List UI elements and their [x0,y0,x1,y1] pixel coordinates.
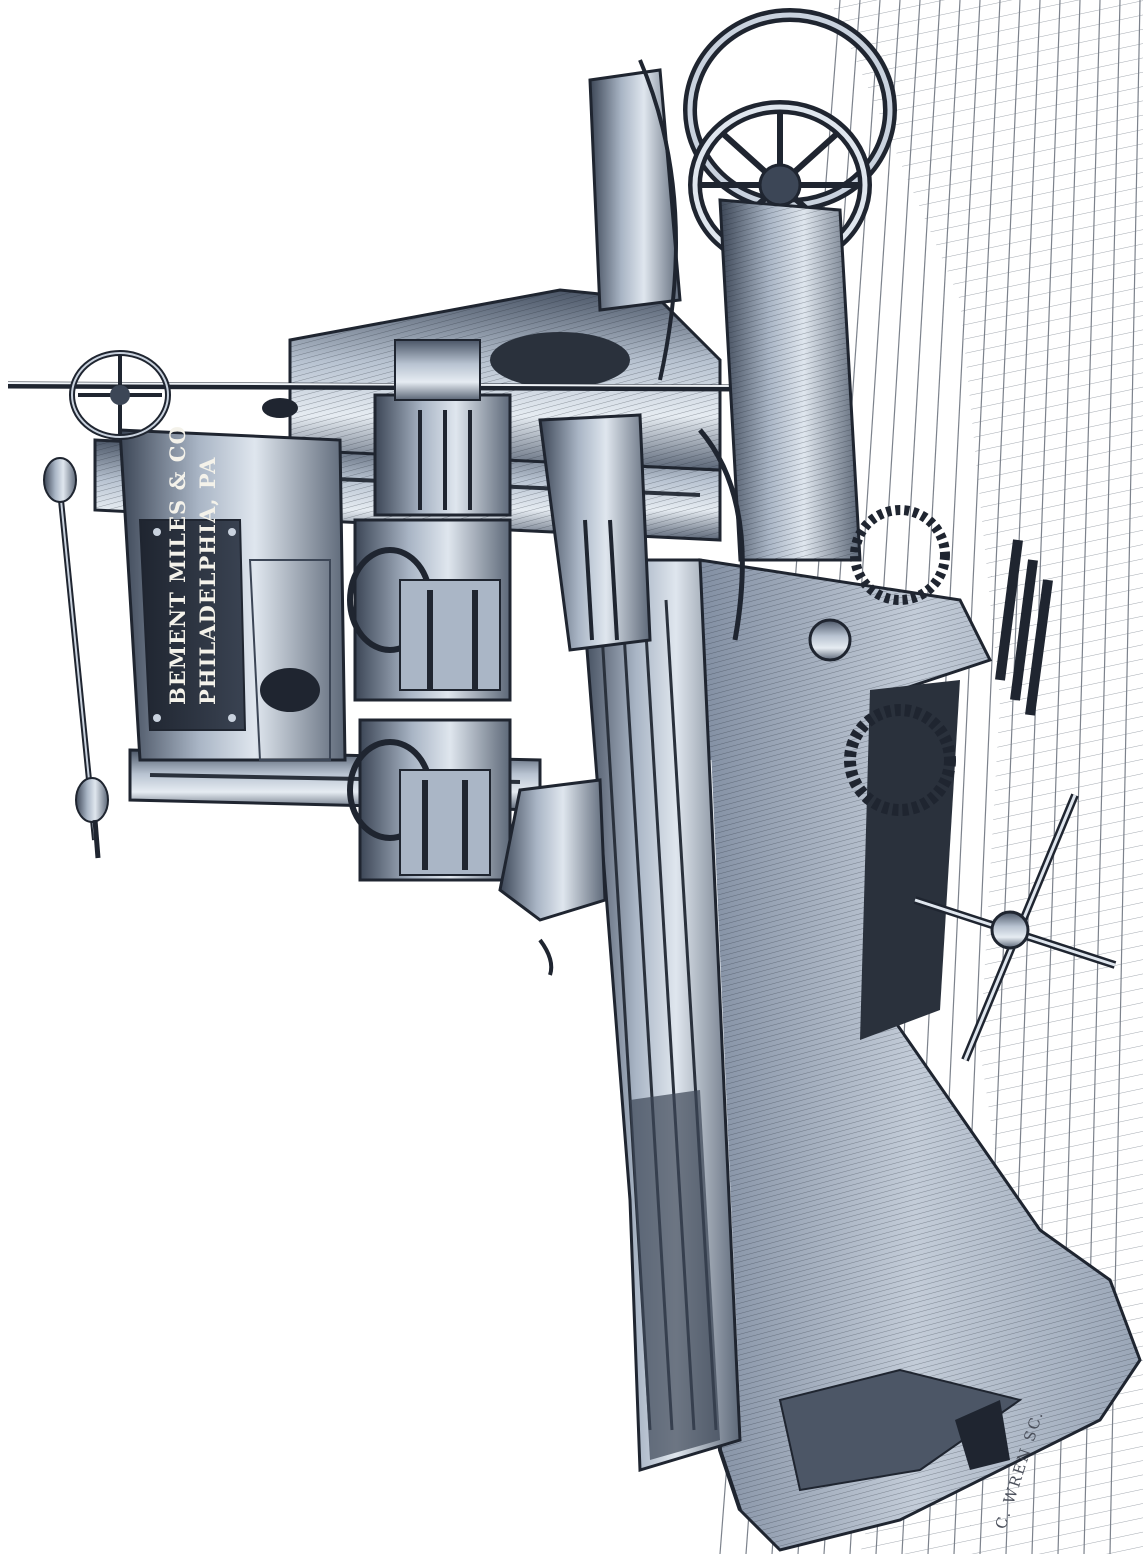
handwheel-icon [69,350,171,440]
machine-bed [688,558,1142,1552]
name-plate [138,519,247,731]
tool-head-lower [347,718,512,882]
gear-icon [844,704,956,816]
tool-head-upper [373,339,512,517]
top-feed-shaft [7,350,741,440]
planer-table [578,558,742,1472]
tool-head-middle [347,518,512,702]
name-plate-line2: PHILADELPHIA, PA [195,457,220,705]
side-head [498,778,607,976]
rail-head [538,413,652,652]
wrenches [995,539,1053,716]
tool-heads [347,339,652,976]
left-feed-rod [43,457,109,859]
name-plate-line1: BEMENT MILES & CO [165,425,190,705]
capstan-wheel-icon [913,793,1117,1062]
gear-column [588,59,956,816]
side-housing: BEMENT MILES & CO PHILADELPHIA, PA [118,425,347,762]
gear-icon [850,505,950,605]
